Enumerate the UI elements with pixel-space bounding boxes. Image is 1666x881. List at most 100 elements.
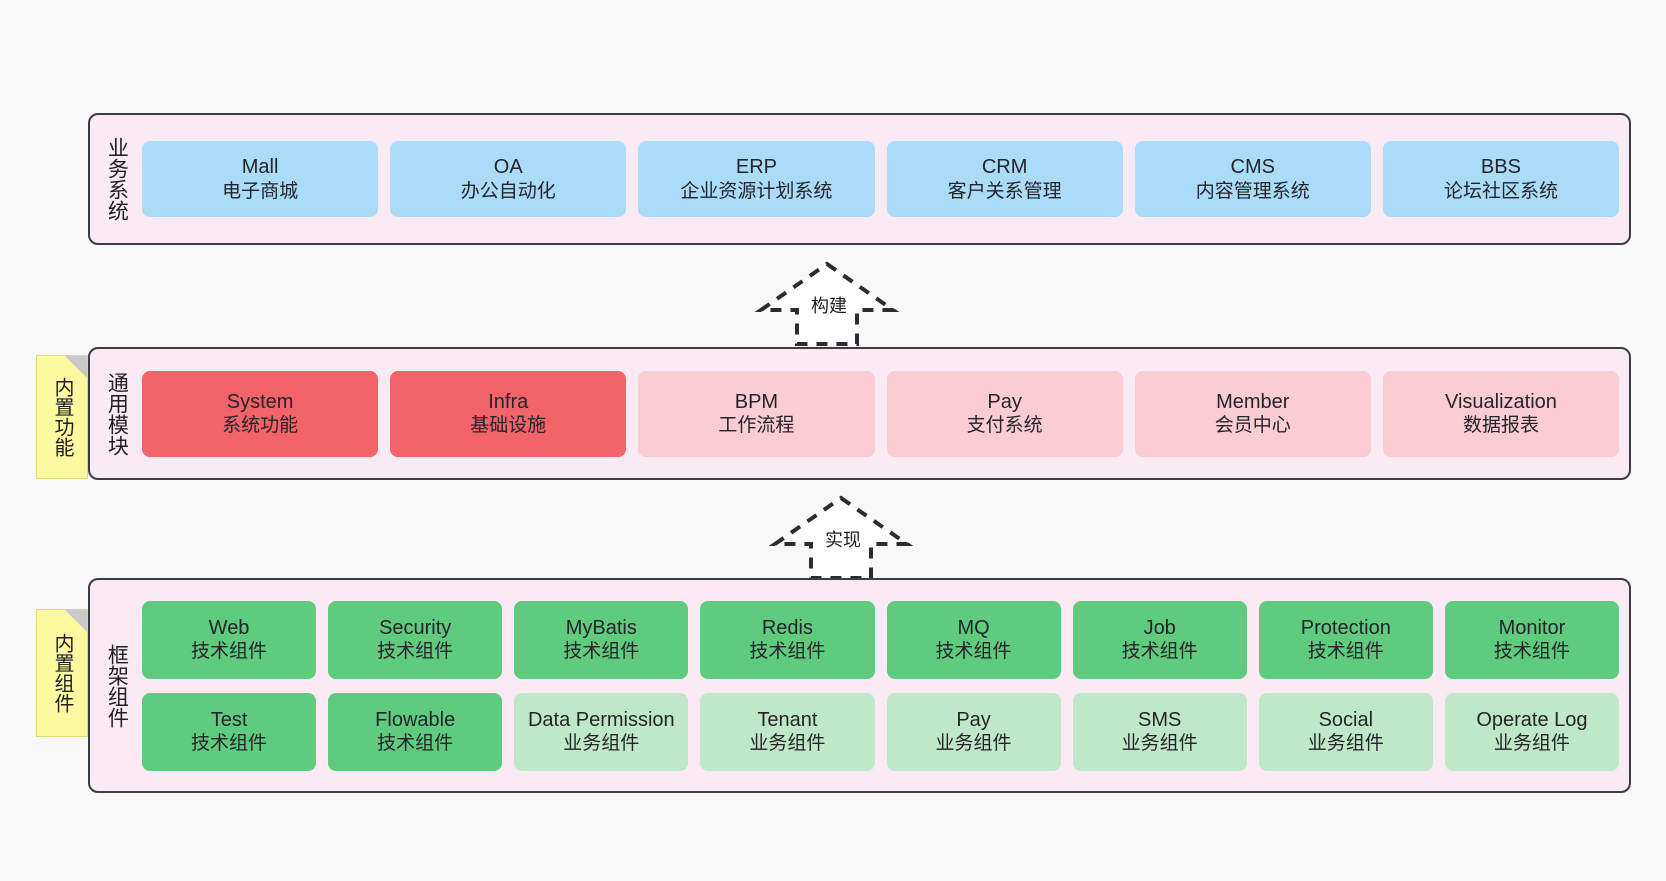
node-desc: 企业资源计划系统: [680, 180, 833, 202]
sticky-fold-corner-icon: [65, 610, 87, 632]
node-desc: 业务组件: [1121, 733, 1198, 755]
node-desc: 业务组件: [563, 733, 640, 755]
sticky-note-builtin-components: 内置组件: [36, 609, 88, 737]
sticky-note-builtin-functions: 内置功能: [36, 355, 88, 479]
node-desc: 技术组件: [191, 641, 268, 663]
node-desc: 数据报表: [1462, 415, 1539, 437]
node-desc: 技术组件: [191, 733, 268, 755]
node-desc: 业务组件: [749, 733, 826, 755]
layer-business-title: 业务系统: [105, 137, 129, 221]
node-name: Protection: [1300, 616, 1391, 639]
node-desc: 工作流程: [718, 415, 795, 437]
node-desc: 会员中心: [1214, 415, 1291, 437]
node-desc: 技术组件: [1121, 641, 1198, 663]
node-name: Security: [379, 616, 452, 639]
sticky-note-label: 内置组件: [51, 633, 73, 713]
node-desc: 基础设施: [470, 415, 547, 437]
sticky-note-label: 内置功能: [51, 377, 73, 457]
connector-implement-label: 实现: [825, 530, 861, 550]
node-name: BBS: [1480, 156, 1521, 179]
node-name: BPM: [734, 390, 779, 413]
node-desc: 技术组件: [377, 733, 454, 755]
node-desc: 技术组件: [1307, 641, 1384, 663]
node-name: MyBatis: [565, 616, 637, 639]
node-desc: 业务组件: [935, 733, 1012, 755]
node-name: Member: [1216, 390, 1290, 413]
node-name: Mall: [241, 156, 279, 179]
node-name: Redis: [761, 616, 813, 639]
node-desc: 内容管理系统: [1195, 180, 1310, 202]
node-name: Visualization: [1444, 390, 1557, 413]
node-desc: 论坛社区系统: [1443, 180, 1558, 202]
node-name: SMS: [1138, 708, 1182, 731]
node-desc: 技术组件: [935, 641, 1012, 663]
node-name: System: [226, 390, 294, 413]
node-desc: 业务组件: [1493, 733, 1570, 755]
node-desc: 技术组件: [377, 641, 454, 663]
node-name: Pay: [987, 390, 1022, 413]
node-name: Monitor: [1498, 616, 1566, 639]
node-name: MQ: [957, 616, 990, 639]
layer-modules-title: 通用模块: [105, 371, 129, 456]
node-name: Web: [208, 616, 250, 639]
node-name: CMS: [1230, 156, 1275, 179]
layer-framework-title: 框架组件: [105, 643, 129, 728]
node-name: Test: [210, 708, 248, 731]
node-desc: 技术组件: [563, 641, 640, 663]
node-name: Pay: [956, 708, 991, 731]
node-name: Job: [1143, 616, 1176, 639]
node-desc: 系统功能: [222, 415, 299, 437]
node-desc: 技术组件: [1493, 641, 1570, 663]
node-desc: 技术组件: [749, 641, 826, 663]
node-desc: 办公自动化: [460, 180, 556, 202]
node-name: Infra: [488, 390, 529, 413]
node-name: Operate Log: [1476, 708, 1588, 731]
node-name: Social: [1318, 708, 1374, 731]
sticky-fold-corner-icon: [65, 356, 87, 378]
node-name: CRM: [981, 156, 1028, 179]
node-name: Tenant: [757, 708, 818, 731]
node-desc: 支付系统: [966, 415, 1043, 437]
node-desc: 客户关系管理: [947, 180, 1062, 202]
